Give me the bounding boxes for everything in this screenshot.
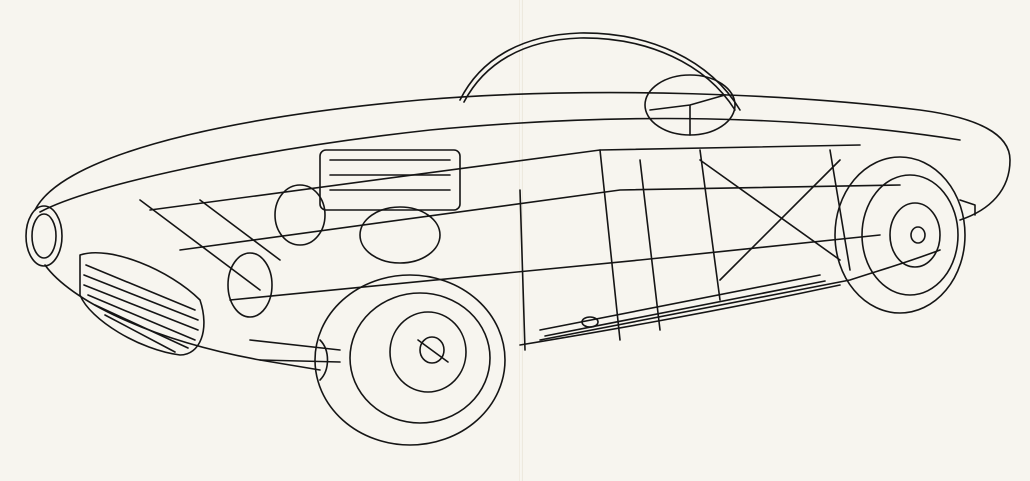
car-body-outline	[34, 91, 1011, 371]
front-suspension	[249, 339, 341, 381]
steering-wheel	[644, 74, 736, 136]
front-wheel	[314, 274, 506, 446]
grille	[79, 251, 205, 356]
rear-wheel	[834, 156, 976, 314]
chassis-frame	[139, 144, 901, 351]
headlamp	[25, 205, 63, 267]
windscreen	[459, 32, 741, 111]
engine-block	[227, 149, 461, 318]
exhaust-pipe	[539, 274, 826, 337]
